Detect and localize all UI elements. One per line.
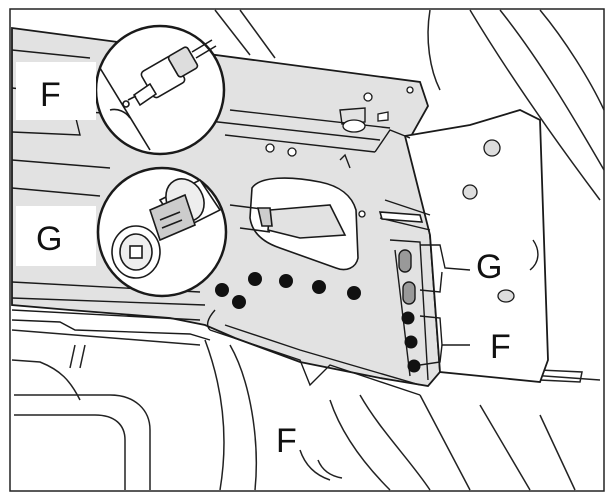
leader-lines (419, 239, 539, 366)
label-g-right: G (476, 248, 502, 286)
label-f-bottom: F (276, 422, 297, 460)
panel-details (11, 49, 431, 396)
rivet-dot (232, 295, 246, 309)
label-bg-g-left (16, 206, 96, 266)
rivet-dot (347, 286, 361, 300)
label-f-top-left: F (40, 76, 61, 114)
rivet-dot (248, 272, 262, 286)
rivets-pillar (401, 311, 421, 373)
rivet-dot (404, 335, 418, 349)
rivet-gun-nozzle-icon (99, 39, 217, 151)
callout-screw (96, 166, 228, 298)
label-bg-f-top-left (16, 62, 96, 120)
rivet-dot (401, 311, 415, 325)
panel-holes (265, 86, 515, 303)
rivet-dot (407, 359, 421, 373)
rivet-dot (215, 283, 229, 297)
callout-rivet (94, 24, 226, 156)
screw-with-washer-icon (111, 178, 222, 279)
panel-cutout (229, 177, 424, 271)
pillar-screw-slots (398, 249, 416, 305)
rivets-body (215, 272, 361, 309)
pillar-panel (403, 109, 549, 383)
label-f-right: F (490, 328, 511, 366)
rivet-dot (312, 280, 326, 294)
label-g-left: G (36, 220, 62, 258)
rivet-dot (279, 274, 293, 288)
